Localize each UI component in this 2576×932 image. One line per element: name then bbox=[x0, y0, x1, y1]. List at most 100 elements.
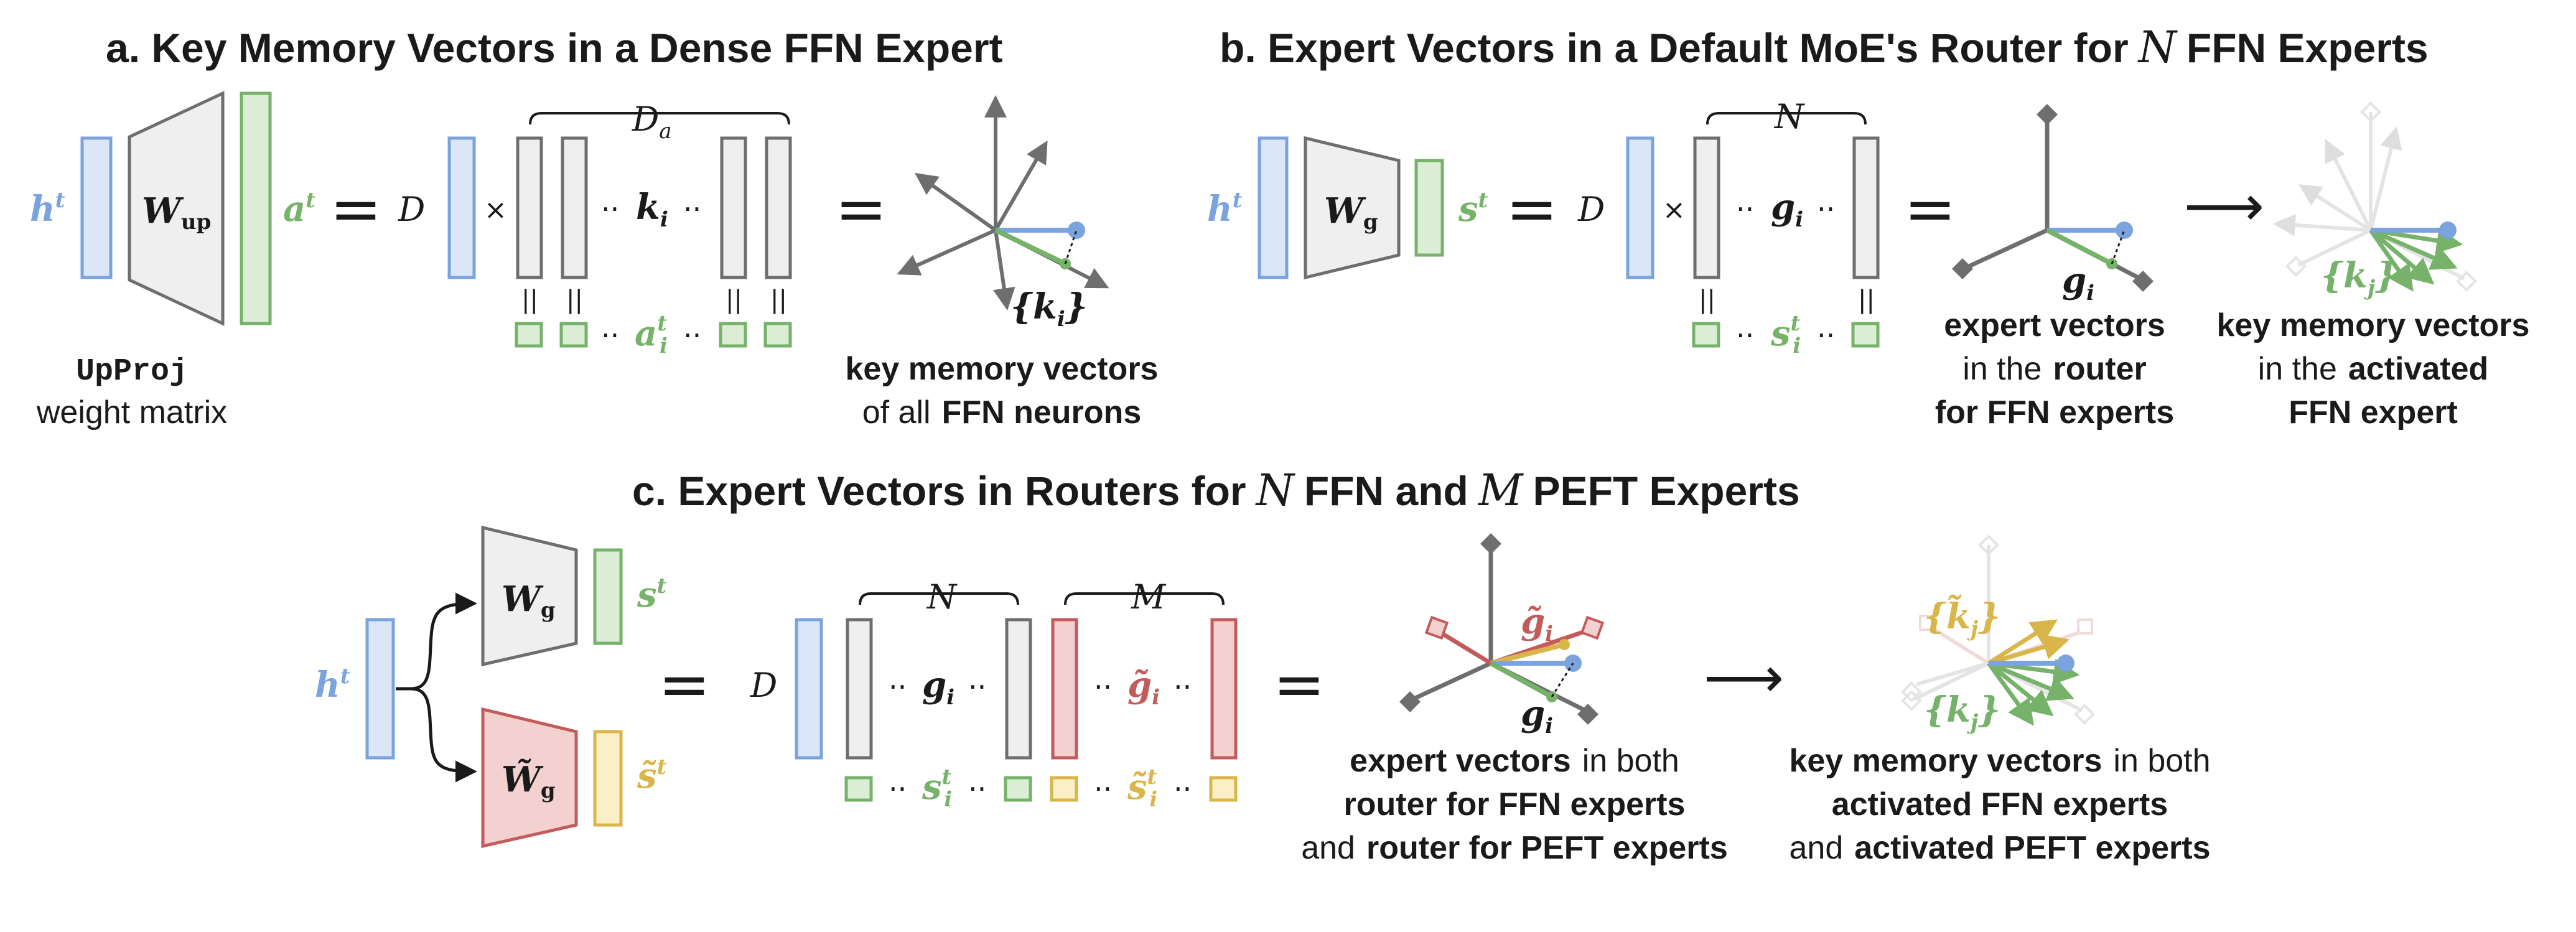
panel-a-a-dots: ·· bbox=[601, 319, 619, 352]
panel-b-router-vector-plot: gi bbox=[1952, 104, 2154, 305]
panel-a-dots-left: ·· bbox=[601, 192, 619, 226]
panel-c-faded-peft-axis bbox=[1931, 627, 1990, 665]
panel-c-s-label: st bbox=[637, 574, 667, 615]
panel-c-ffn-key-arrow bbox=[1987, 661, 2074, 701]
panel-c-n-brace bbox=[859, 592, 1019, 605]
panel-b-faded-axis bbox=[2297, 228, 2372, 267]
panel-c-ffn-dots-left: ·· bbox=[889, 670, 907, 704]
panel-a-h-label: ht bbox=[30, 188, 65, 230]
panel-b-router-column bbox=[1693, 136, 1720, 279]
panel-a-a-cell bbox=[515, 322, 543, 348]
panel-b-key-arrow bbox=[2369, 228, 2458, 270]
panel-a-upproj-label: UpProj bbox=[76, 354, 188, 389]
panel-b-kj-label: {kj} bbox=[2321, 255, 2397, 301]
panel-b-g-label: gi bbox=[1771, 187, 1803, 232]
panel-c-st-cell bbox=[1050, 776, 1078, 802]
panel-b-faded-arrow bbox=[2298, 184, 2372, 232]
panel-a-a-cell bbox=[719, 322, 747, 348]
panel-b-s-cell bbox=[1692, 322, 1720, 348]
panel-a-plot-arrow bbox=[915, 172, 997, 232]
panel-c-wtg-label: W̃g bbox=[502, 759, 556, 803]
panel-b-plot-axis bbox=[1965, 228, 2048, 270]
panel-c-faded-peft-square bbox=[2077, 618, 2093, 635]
panel-c-plot-axis bbox=[1411, 661, 1492, 702]
panel-c-ffn-dots-right: ·· bbox=[968, 670, 986, 704]
panel-c-s-dots-2: ·· bbox=[968, 772, 986, 806]
panel-b-s-label: st bbox=[1458, 188, 1488, 230]
panel-b-times: × bbox=[1663, 194, 1686, 226]
panel-b-faded-diamond bbox=[2285, 256, 2307, 277]
panel-b-arrow: ⟶ bbox=[2184, 174, 2264, 239]
panel-c-ffn-column bbox=[1005, 618, 1032, 760]
panel-b-key-arrow bbox=[2369, 229, 2414, 292]
panel-a-weight-matrix-label: weight matrix bbox=[36, 394, 227, 431]
panel-a-times: × bbox=[484, 194, 507, 226]
panel-c-peft-axis bbox=[1439, 630, 1492, 665]
panel-c-split-arrow-top bbox=[410, 592, 477, 691]
panel-c-faded-diamond bbox=[2074, 704, 2095, 725]
panel-c-h-vector bbox=[365, 618, 395, 760]
panel-c-cap1-line2: router for FFN experts bbox=[1344, 786, 1686, 822]
panel-b-cap2-line1: key memory vectors bbox=[2217, 307, 2530, 343]
panel-c-peft-dots-right: ·· bbox=[1174, 670, 1192, 704]
panel-b-dots-right: ·· bbox=[1817, 192, 1835, 226]
panel-c-st-dots-2: ·· bbox=[1174, 772, 1192, 806]
panel-a-da-brace bbox=[529, 112, 790, 125]
panel-b-n-label: N bbox=[1773, 97, 1805, 136]
panel-a-plot-arrow bbox=[897, 228, 997, 276]
panel-c-faded-axis bbox=[1916, 661, 1989, 686]
panel-b-activated-plot: {kj} bbox=[2272, 101, 2477, 301]
panel-c-s-cell bbox=[844, 776, 873, 802]
panel-b-s-dots-2: ·· bbox=[1817, 319, 1835, 352]
panel-c-equals-2: = bbox=[1273, 648, 1325, 720]
panel-a-projection-line bbox=[994, 228, 1066, 266]
panel-c-n-label: N bbox=[926, 577, 958, 617]
panel-a-da-label: Da bbox=[632, 100, 672, 144]
panel-a-kset-label: {ki} bbox=[1010, 286, 1088, 332]
panel-b-cap2-line3: FFN expert bbox=[2289, 394, 2458, 431]
panel-b-faded-arrow bbox=[2272, 213, 2371, 236]
panel-b-h-vector-2 bbox=[1626, 136, 1654, 279]
panel-c-h-vector-2 bbox=[795, 618, 823, 760]
panel-c-plot-diamond bbox=[1577, 704, 1598, 725]
panel-c-wg-label: Wg bbox=[502, 579, 556, 623]
panel-b-router-column bbox=[1852, 136, 1880, 279]
panel-a-a-cell bbox=[559, 322, 588, 348]
panel-c-peft-column bbox=[1210, 618, 1238, 760]
panel-c-activated-h-point bbox=[2057, 655, 2074, 672]
panel-c-gti-label: g̃i bbox=[1521, 601, 1553, 646]
panel-b-equals-2: = bbox=[1904, 172, 1956, 245]
panel-a-a-dots-2: ·· bbox=[683, 319, 701, 352]
panel-b-h-label: ht bbox=[1207, 188, 1243, 230]
panel-c-wg-trapezoid bbox=[481, 525, 578, 667]
panel-a-plot-arrow bbox=[992, 230, 1015, 311]
panel-b-gi-label: gi bbox=[2062, 260, 2094, 305]
panel-b-plot-diamond bbox=[1952, 258, 1973, 279]
panel-b-d-label: D bbox=[1577, 190, 1605, 229]
panel-a-wup-label: Wup bbox=[142, 190, 211, 235]
panel-c-faded-diamond bbox=[1978, 534, 1999, 556]
panel-c-ffn-key-arrow bbox=[1987, 661, 2054, 717]
panel-b-pareq: || bbox=[1699, 286, 1715, 314]
panel-c-g-label: gi bbox=[922, 664, 954, 710]
panel-a-k-label: ki bbox=[636, 187, 668, 232]
panel-c-peft-projection-point bbox=[1559, 639, 1570, 650]
panel-b-activated-h-point bbox=[2439, 221, 2457, 239]
panel-c-peft-dots-left: ·· bbox=[1094, 670, 1112, 704]
panel-c-router-vector-plot: g̃i gi bbox=[1399, 533, 1605, 739]
panel-b-faded-diamond bbox=[2360, 101, 2381, 123]
panel-b-cap1-line3: for FFN experts bbox=[1935, 394, 2174, 431]
panel-b: b. Expert Vectors in a Default MoE's Rou… bbox=[1207, 22, 2529, 431]
panel-a-equals-2: = bbox=[835, 172, 887, 245]
panel-c-peft-column bbox=[1051, 618, 1078, 760]
